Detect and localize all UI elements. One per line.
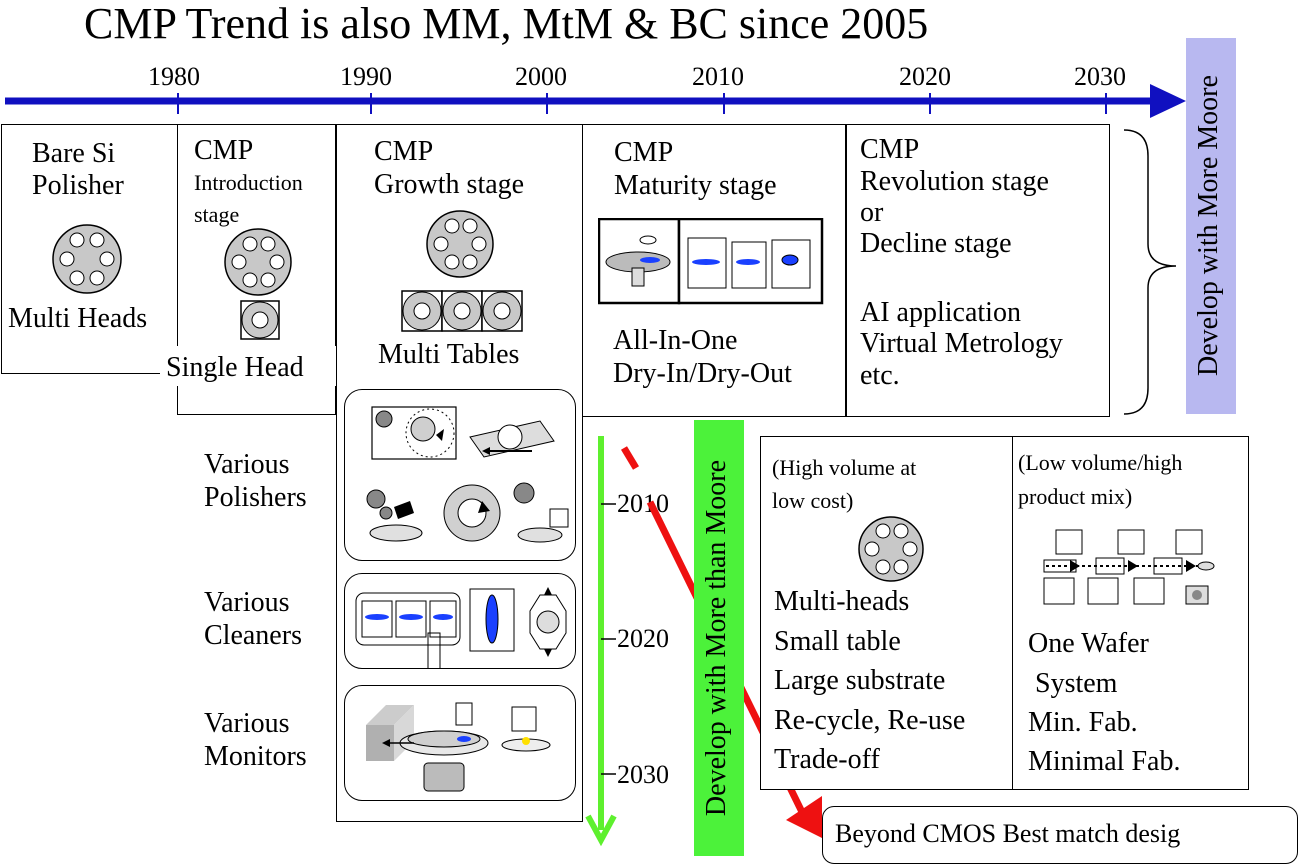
low-volume-item: Min. Fab. <box>1028 707 1138 738</box>
year-label: 1990 <box>340 62 392 91</box>
low-volume-header: product mix) <box>1018 484 1133 509</box>
green-timeline-arrow <box>585 436 617 847</box>
green-axis-tick-label: 2030 <box>617 760 669 789</box>
revolution-subtitle: Revolution stage <box>860 166 1049 197</box>
maturity-title: CMP <box>614 137 674 168</box>
maturity-subtitle: Maturity stage <box>614 170 777 201</box>
page-title: CMP Trend is also MM, MtM & BC since 200… <box>84 0 929 48</box>
year-label: 2020 <box>899 62 951 91</box>
ai-application-label: AI application <box>860 297 1021 328</box>
dry-in-dry-out-caption: Dry-In/Dry-Out <box>613 358 792 389</box>
multi-head-carrier-icon <box>426 210 494 278</box>
revolution-stage-box <box>846 124 1110 417</box>
more-than-moore-label: Develop with More than Moore <box>701 459 732 817</box>
minimal-fab-illustration <box>1043 529 1215 605</box>
growth-title: CMP <box>374 136 434 167</box>
polisher-illustrations <box>366 406 569 543</box>
multi-heads-caption: Multi Heads <box>8 303 148 334</box>
low-volume-item: One Wafer <box>1028 628 1149 659</box>
high-volume-item: Multi-heads <box>774 586 910 617</box>
various-cleaners-label: Various <box>204 587 290 618</box>
single-head-icon <box>240 300 280 340</box>
revolution-title: CMP <box>860 134 920 165</box>
more-moore-label: Develop with More Moore <box>1193 75 1224 376</box>
high-volume-item: Re-cycle, Re-use <box>774 705 966 736</box>
year-label: 1980 <box>148 62 200 91</box>
multi-tables-caption: Multi Tables <box>378 339 520 370</box>
beyond-cmos-box: Beyond CMOS Best match desig <box>822 806 1298 864</box>
various-cleaners-label: Cleaners <box>204 620 302 651</box>
revolution-or: or <box>860 197 884 228</box>
green-axis-tick-label: 2020 <box>617 624 669 653</box>
low-volume-header: (Low volume/high <box>1018 450 1183 475</box>
growth-subtitle: Growth stage <box>374 169 525 200</box>
high-volume-item: Trade-off <box>774 744 880 775</box>
various-polishers-label: Polishers <box>204 482 307 513</box>
low-volume-item: Minimal Fab. <box>1028 746 1181 777</box>
introduction-stage-label: stage <box>194 202 240 227</box>
high-volume-header: (High volume at <box>772 455 917 480</box>
decline-stage-label: Decline stage <box>860 228 1012 259</box>
high-volume-header: low cost) <box>772 488 854 513</box>
multi-tables-icon <box>401 290 523 332</box>
beyond-cmos-text: Beyond CMOS Best match desig <box>835 819 1181 848</box>
bare-si-subtitle: Polisher <box>32 170 124 201</box>
various-monitors-label: Monitors <box>204 741 307 772</box>
single-head-caption: Single Head <box>166 352 304 383</box>
various-polishers-label: Various <box>204 449 290 480</box>
year-label: 2030 <box>1074 62 1126 91</box>
etc-label: etc. <box>860 360 900 391</box>
bare-si-title: Bare Si <box>32 138 116 169</box>
carrier-head-icon <box>224 228 292 296</box>
more-than-moore-label-bg <box>694 420 744 856</box>
monitor-illustrations <box>366 702 551 792</box>
virtual-metrology-label: Virtual Metrology <box>860 328 1063 359</box>
various-monitors-label: Various <box>204 708 290 739</box>
year-label: 2000 <box>515 62 567 91</box>
year-label: 2010 <box>692 62 744 91</box>
multi-head-carrier-icon <box>858 516 924 582</box>
high-volume-item: Large substrate <box>774 665 946 696</box>
curly-brace <box>1123 129 1177 415</box>
multi-head-carrier-icon <box>52 224 122 294</box>
all-in-one-tool-icon <box>598 218 824 305</box>
introduction-subtitle: Introduction <box>194 170 303 195</box>
all-in-one-caption: All-In-One <box>613 325 738 356</box>
introduction-title: CMP <box>194 135 254 166</box>
more-moore-label-bg <box>1186 38 1236 414</box>
caption-mask <box>160 346 340 386</box>
low-volume-box <box>1012 436 1249 790</box>
low-volume-item: System <box>1028 668 1118 699</box>
high-volume-item: Small table <box>774 626 901 657</box>
cleaner-illustrations <box>355 587 567 669</box>
green-axis-tick-label: 2010 <box>617 489 669 518</box>
high-volume-box <box>760 436 1013 790</box>
timeline-arrow <box>5 84 1186 118</box>
